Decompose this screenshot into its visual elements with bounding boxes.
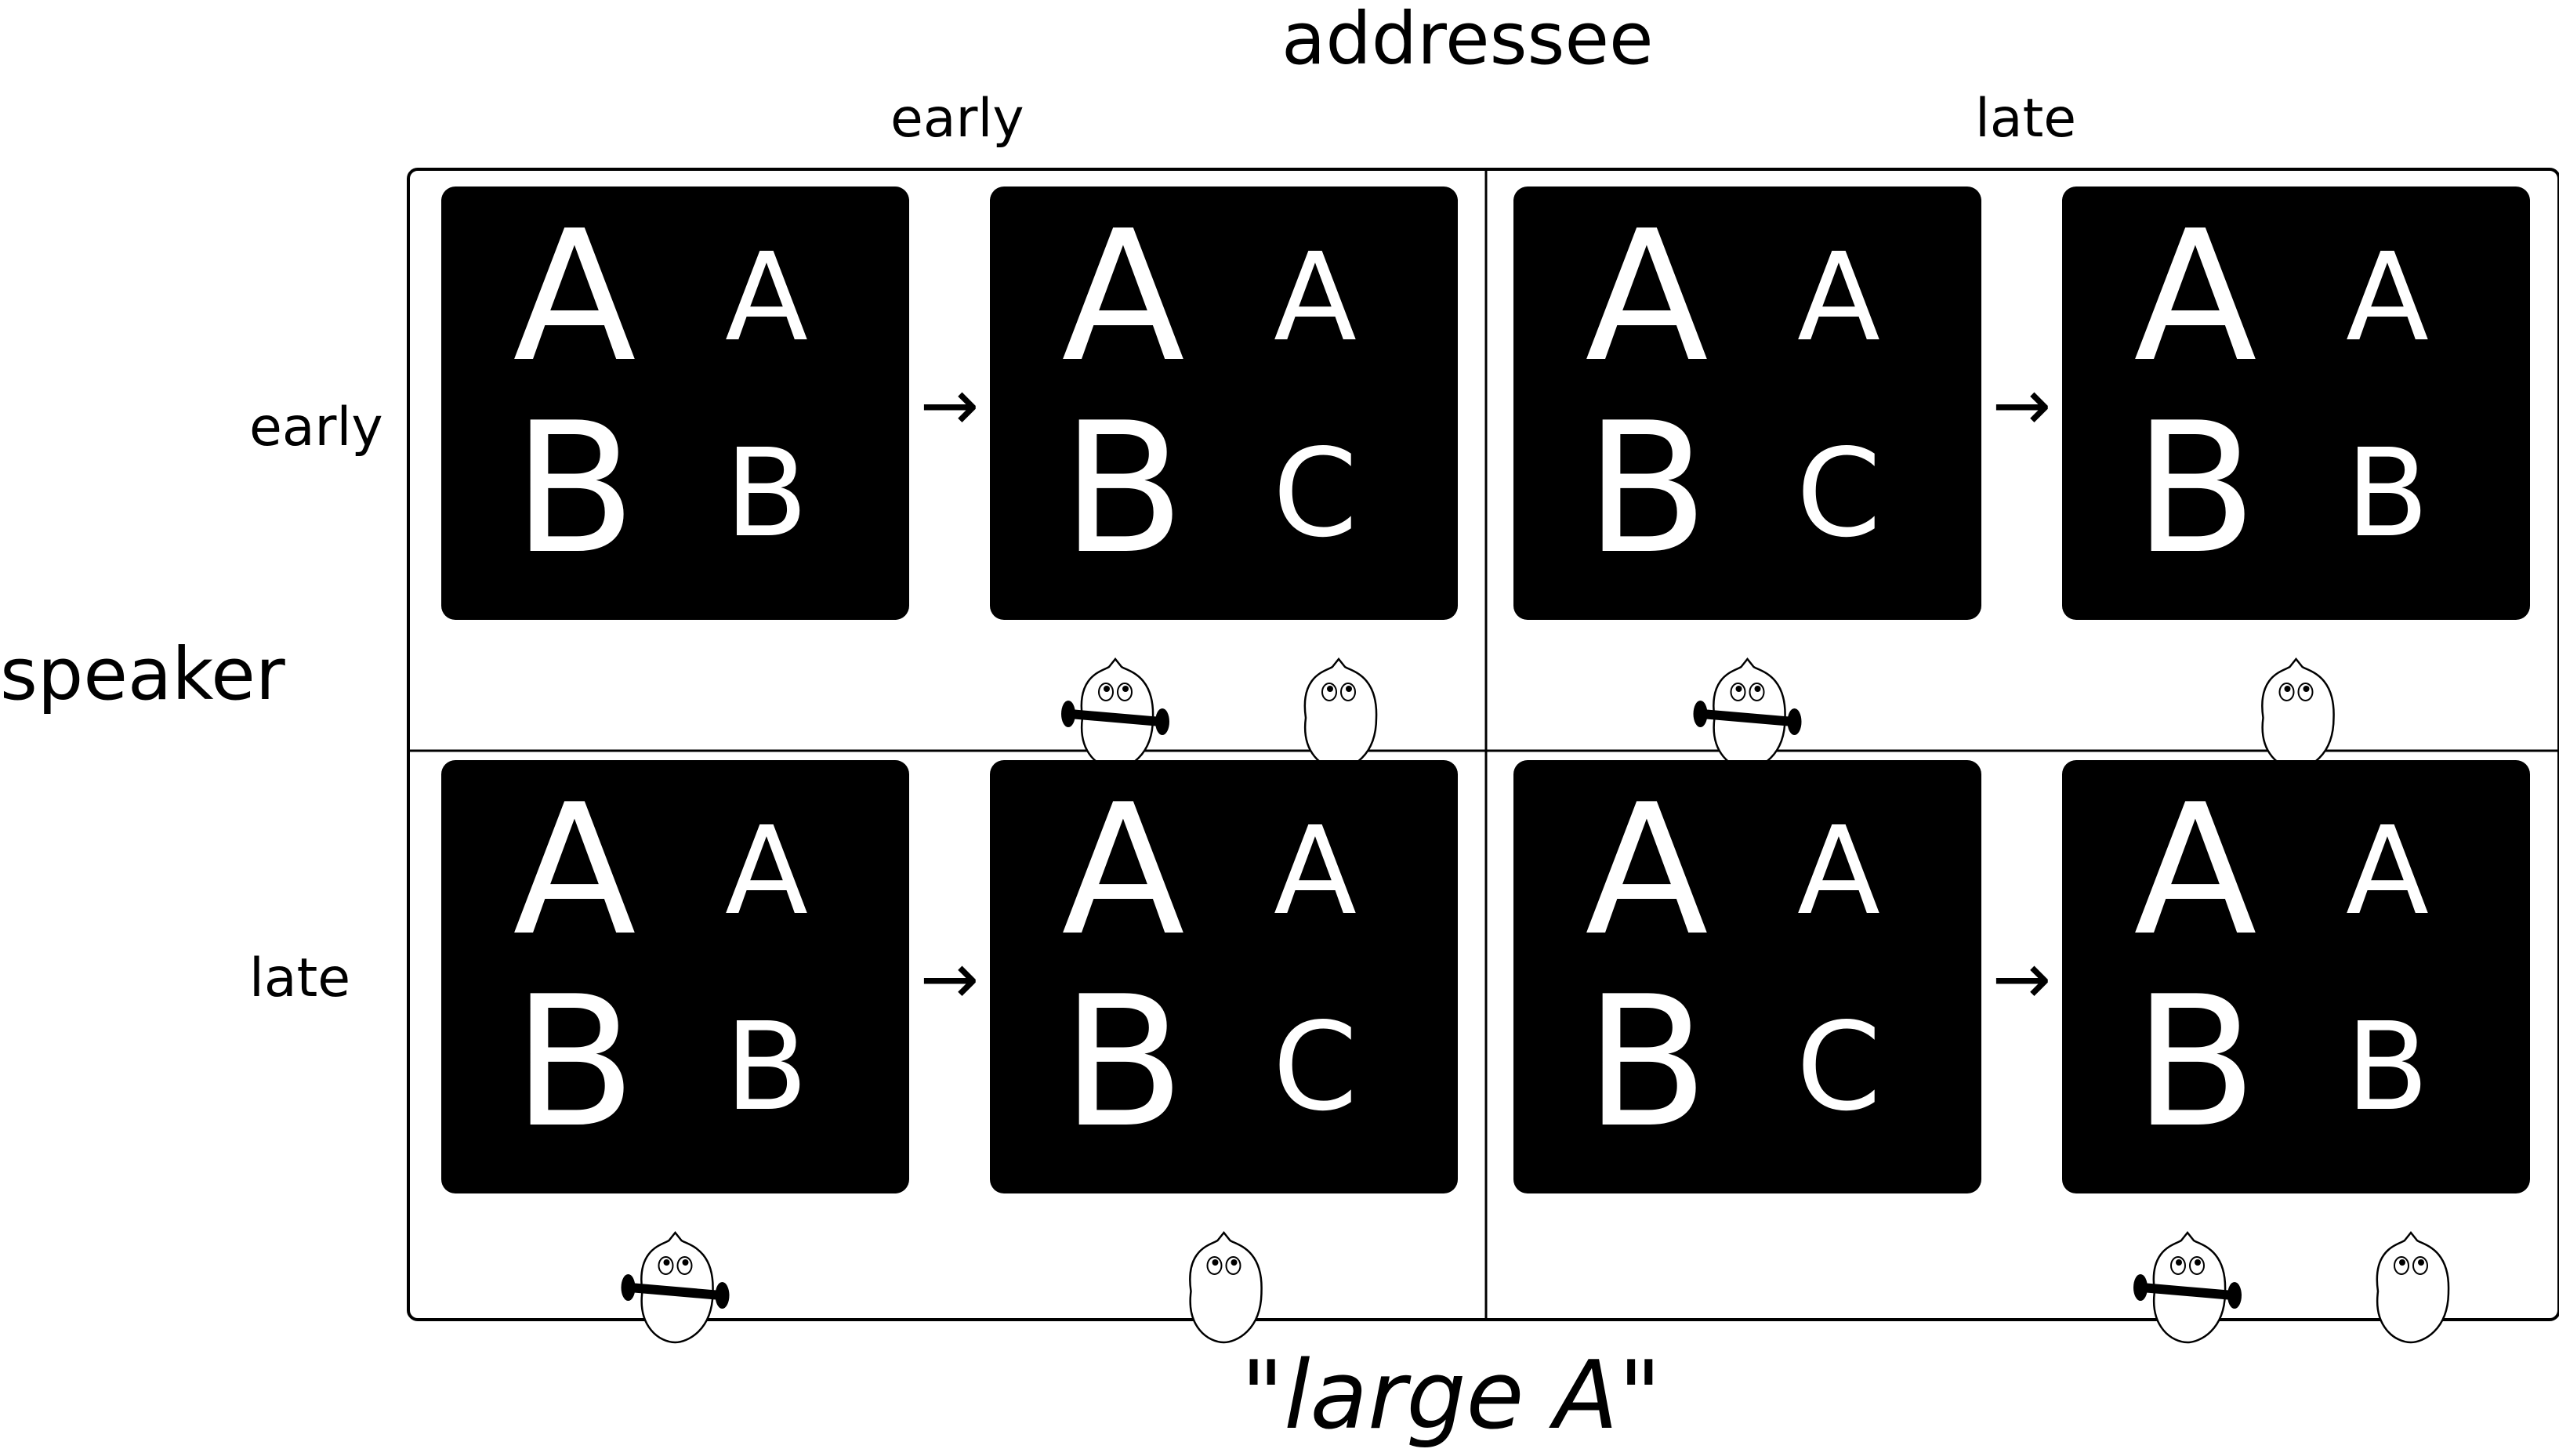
large-letter: B [513, 958, 636, 1168]
blindfolded-figure-icon [1693, 657, 1802, 770]
close-quote: " [1618, 1342, 1662, 1451]
small-letter: B [725, 996, 808, 1138]
small-letter: A [1797, 226, 1880, 368]
large-letter: B [1061, 958, 1185, 1168]
small-letter: A [725, 800, 808, 942]
figure-icon [1189, 1230, 1263, 1344]
small-letter: A [2346, 226, 2429, 368]
column-label-late: late [1975, 88, 2077, 150]
large-letter: A [2133, 193, 2256, 402]
transition-arrow: → [920, 364, 979, 447]
small-letter: B [2346, 422, 2429, 564]
small-letter: C [1796, 422, 1881, 564]
transition-arrow: → [1992, 364, 2051, 447]
large-letter: B [513, 385, 636, 594]
small-letter: C [1796, 996, 1881, 1138]
small-letter: A [1274, 226, 1357, 368]
figure-icon [1303, 657, 1378, 770]
figure-icon [2261, 657, 2335, 770]
large-letter: A [1585, 766, 1708, 976]
small-letter: A [725, 226, 808, 368]
utterance-text: large A [1284, 1342, 1618, 1451]
transition-arrow: → [1992, 938, 2051, 1020]
open-quote: " [1241, 1342, 1285, 1451]
panel-background [990, 760, 1458, 1193]
large-letter: A [1061, 193, 1184, 402]
small-letter: A [1274, 800, 1357, 942]
small-letter: B [725, 422, 808, 564]
large-letter: A [2133, 766, 2256, 976]
large-letter: B [1061, 385, 1185, 594]
small-letter: A [1797, 800, 1880, 942]
large-letter: A [513, 766, 636, 976]
transition-arrow: → [920, 938, 979, 1020]
small-letter: C [1273, 422, 1357, 564]
panel-background [1513, 187, 1981, 620]
grid-frame [407, 168, 2559, 1321]
addressee-axis-title: addressee [1281, 0, 1654, 81]
blindfolded-figure-icon [621, 1230, 730, 1344]
large-letter: A [1585, 193, 1708, 402]
panel-background [990, 187, 1458, 620]
panel-background [441, 187, 909, 620]
figure-icon [2376, 1230, 2450, 1344]
row-label-early: early [249, 397, 383, 458]
large-letter: A [513, 193, 636, 402]
column-label-early: early [890, 88, 1024, 150]
panel-background [2062, 760, 2530, 1193]
small-letter: A [2346, 800, 2429, 942]
large-letter: B [1585, 385, 1709, 594]
small-letter: C [1273, 996, 1357, 1138]
panel-background [441, 760, 909, 1193]
row-label-late: late [249, 947, 351, 1009]
large-letter: B [2133, 385, 2257, 594]
blindfolded-figure-icon [1061, 657, 1169, 770]
speaker-axis-title: speaker [0, 632, 285, 716]
large-letter: A [1061, 766, 1184, 976]
utterance-caption: "large A" [1241, 1349, 1662, 1443]
panel-background [1513, 760, 1981, 1193]
panel-background [2062, 187, 2530, 620]
large-letter: B [1585, 958, 1709, 1168]
large-letter: B [2133, 958, 2257, 1168]
small-letter: B [2346, 996, 2429, 1138]
blindfolded-figure-icon [2133, 1230, 2242, 1344]
